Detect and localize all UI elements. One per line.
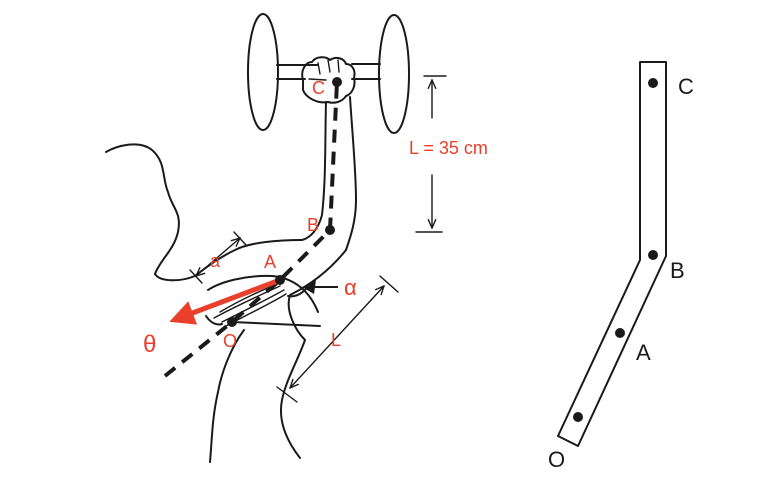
schematic-bar <box>557 61 667 447</box>
biceps-force-vector <box>169 277 281 325</box>
muscle-fibers <box>213 281 287 327</box>
point-b <box>325 225 335 235</box>
schematic-point-b <box>648 250 658 260</box>
label-b: B <box>307 215 319 235</box>
point-o <box>227 317 237 327</box>
fist <box>301 56 356 104</box>
schematic-point-o <box>573 412 583 422</box>
schematic-label-o: O <box>548 447 565 472</box>
label-o: O <box>223 331 237 351</box>
label-theta: θ <box>143 331 156 358</box>
upper-arm-outline <box>154 239 303 282</box>
label-a-length: a <box>210 251 221 271</box>
schematic-label-b: B <box>670 258 685 283</box>
dumbbell-right-plate <box>378 14 410 134</box>
forearm-axis <box>163 81 339 378</box>
dimension-a <box>189 231 247 284</box>
point-a <box>275 275 285 285</box>
label-forearm-length: L <box>331 330 341 350</box>
label-alpha: α <box>344 275 357 300</box>
schematic-point-c <box>648 78 658 88</box>
theta-arc <box>205 315 223 326</box>
forearm-schematic: C B A O <box>548 61 694 472</box>
forearm-outline <box>301 96 357 251</box>
dumbbell <box>247 13 410 134</box>
point-c <box>332 77 342 87</box>
schematic-label-a: A <box>636 340 651 365</box>
schematic-label-c: C <box>678 74 694 99</box>
elbow-joint <box>231 321 321 327</box>
schematic-point-a <box>615 328 625 338</box>
dumbbell-bar <box>276 63 381 80</box>
shoulder-outline <box>105 143 180 275</box>
label-c: C <box>312 78 325 98</box>
label-a: A <box>264 252 276 272</box>
finger-lines <box>308 59 340 81</box>
arm-sketch: C B A O a α L θ L = 35 cm <box>105 13 488 463</box>
dumbbell-left-plate <box>247 13 279 131</box>
biceps-outline <box>207 249 347 341</box>
label-dumbbell-height: L = 35 cm <box>409 138 488 158</box>
dimension-dumbbell-height <box>415 75 447 233</box>
dimension-forearm-l <box>276 275 399 403</box>
